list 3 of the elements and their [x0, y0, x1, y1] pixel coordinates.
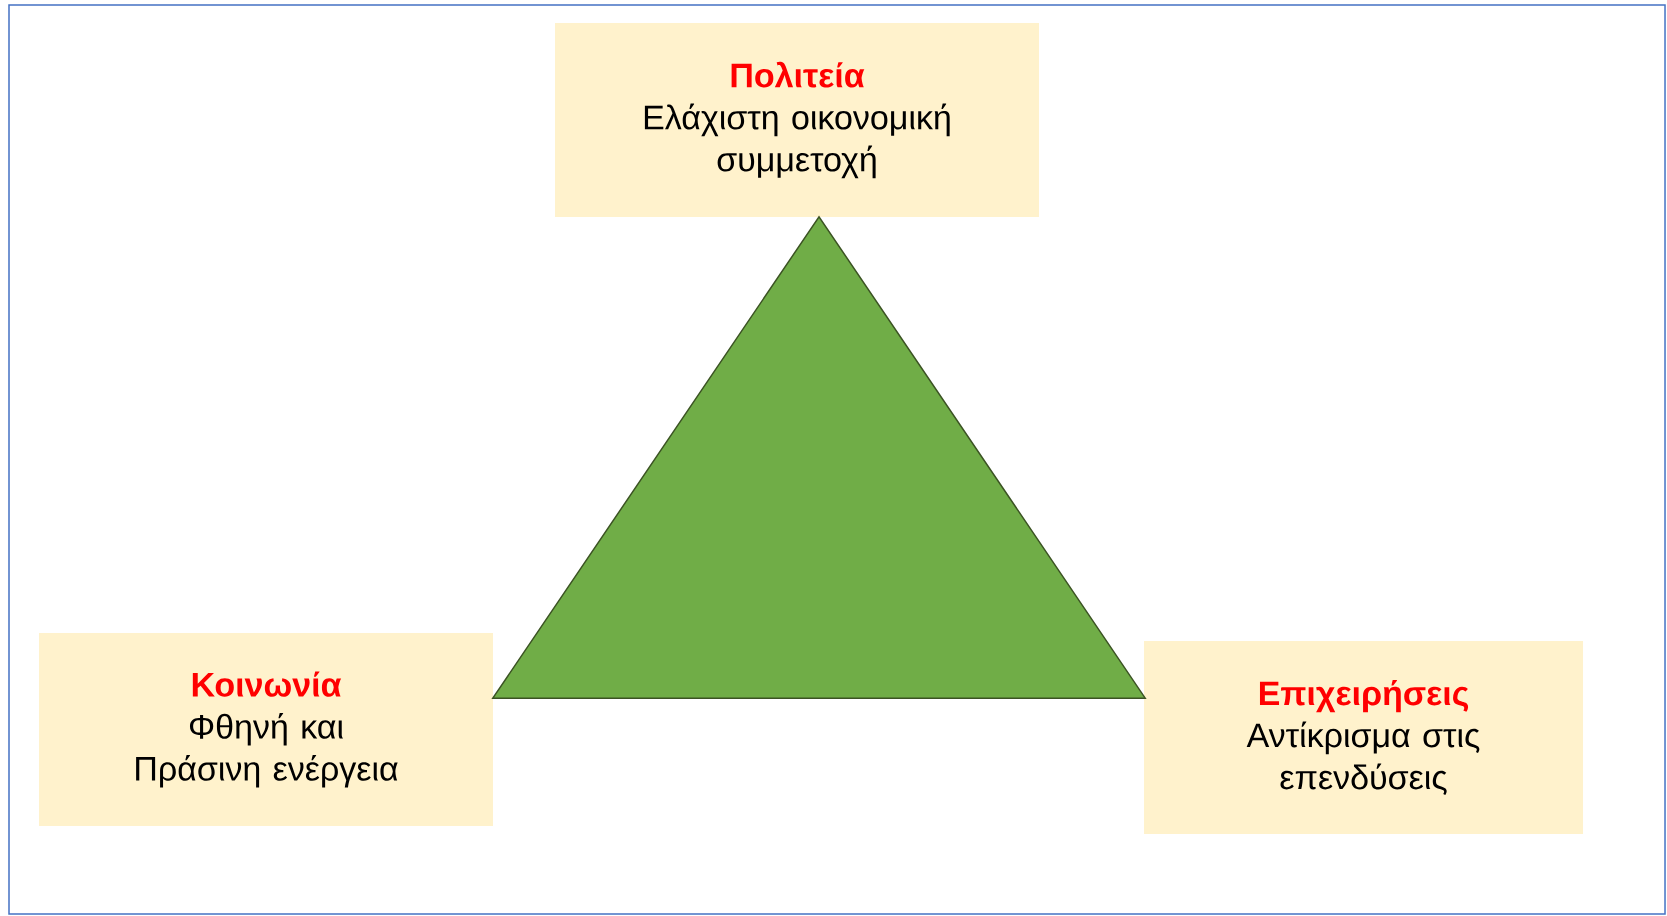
text-box: Επιχειρήσεις Αντίκρισμα στις επενδύσεις: [1144, 641, 1583, 834]
text-box: Κοινωνία Φθηνή και Πράσινη ενέργεια: [39, 633, 493, 826]
text-box: Πολιτεία Ελάχιστη οικονομική συμμετοχή: [555, 23, 1039, 217]
